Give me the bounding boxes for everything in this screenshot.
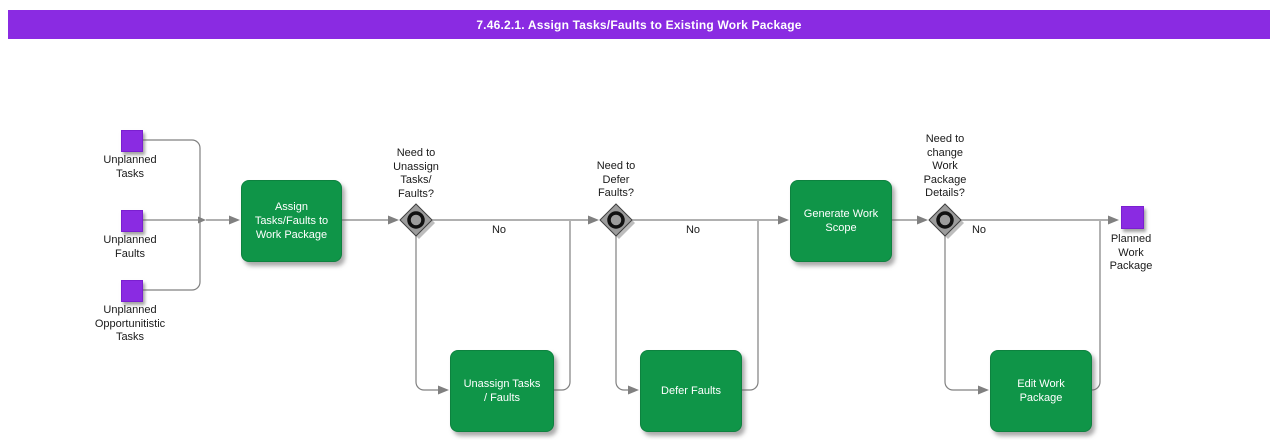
arrowhead-merge (198, 216, 206, 224)
arrowhead-decision2 (588, 215, 599, 225)
arrowhead-decision3 (917, 215, 928, 225)
connector-input-bracket (140, 139, 201, 291)
arrowhead-defer (628, 385, 639, 395)
output-node-planned-work-package[interactable] (1121, 206, 1144, 229)
process-generate-work-scope[interactable]: Generate Work Scope (790, 180, 892, 262)
decision-unassign-diamond (399, 203, 433, 237)
decision-unassign-ring-icon (407, 211, 425, 229)
connector-unassign-return (552, 221, 571, 391)
process-edit-work-package[interactable]: Edit Work Package (990, 350, 1092, 432)
decision-defer-diamond (599, 203, 633, 237)
process-unassign-tasks-faults[interactable]: Unassign Tasks / Faults (450, 350, 554, 432)
process-defer-faults[interactable]: Defer Faults (640, 350, 742, 432)
input-label-unplanned-tasks: Unplanned Tasks (103, 154, 157, 180)
connector-decision1-down (415, 235, 438, 391)
connector-decision2-down (615, 235, 628, 391)
input-label-unplanned-opportunitistic-tasks: Unplanned Opportunitistic Tasks (94, 304, 166, 343)
diagram-title-bar: 7.46.2.1. Assign Tasks/Faults to Existin… (8, 10, 1270, 39)
arrowhead-decision1 (388, 215, 399, 225)
input-node-unplanned-faults[interactable] (121, 210, 143, 232)
input-node-unplanned-opportunitistic-tasks[interactable] (121, 280, 143, 302)
input-label-unplanned-faults: Unplanned Faults (103, 234, 157, 260)
output-label-planned-work-package: Planned Work Package (1109, 233, 1153, 272)
connector-decision3-down (944, 235, 978, 391)
diagram-title: 7.46.2.1. Assign Tasks/Faults to Existin… (476, 17, 802, 32)
decision-defer-ring-icon (607, 211, 625, 229)
decision-label-defer-question: Need to Defer Faults? (596, 160, 636, 199)
arrowhead-unassign (438, 385, 449, 395)
arrowhead-assign (229, 215, 240, 225)
arrowhead-edit (978, 385, 989, 395)
decision-change-diamond (928, 203, 962, 237)
decision-change-ring-icon (936, 211, 954, 229)
branch-label-no-3: No (971, 224, 987, 236)
arrowhead-output (1108, 215, 1119, 225)
decision-label-change-question: Need to change Work Package Details? (923, 133, 967, 199)
connector-defer-return (740, 221, 759, 391)
decision-label-unassign-question: Need to Unassign Tasks/ Faults? (393, 147, 439, 200)
input-node-unplanned-tasks[interactable] (121, 130, 143, 152)
connector-edit-return (1090, 221, 1101, 391)
process-assign-tasks-faults[interactable]: Assign Tasks/Faults to Work Package (241, 180, 342, 262)
arrowhead-generate (778, 215, 789, 225)
branch-label-no-1: No (491, 224, 507, 236)
branch-label-no-2: No (685, 224, 701, 236)
